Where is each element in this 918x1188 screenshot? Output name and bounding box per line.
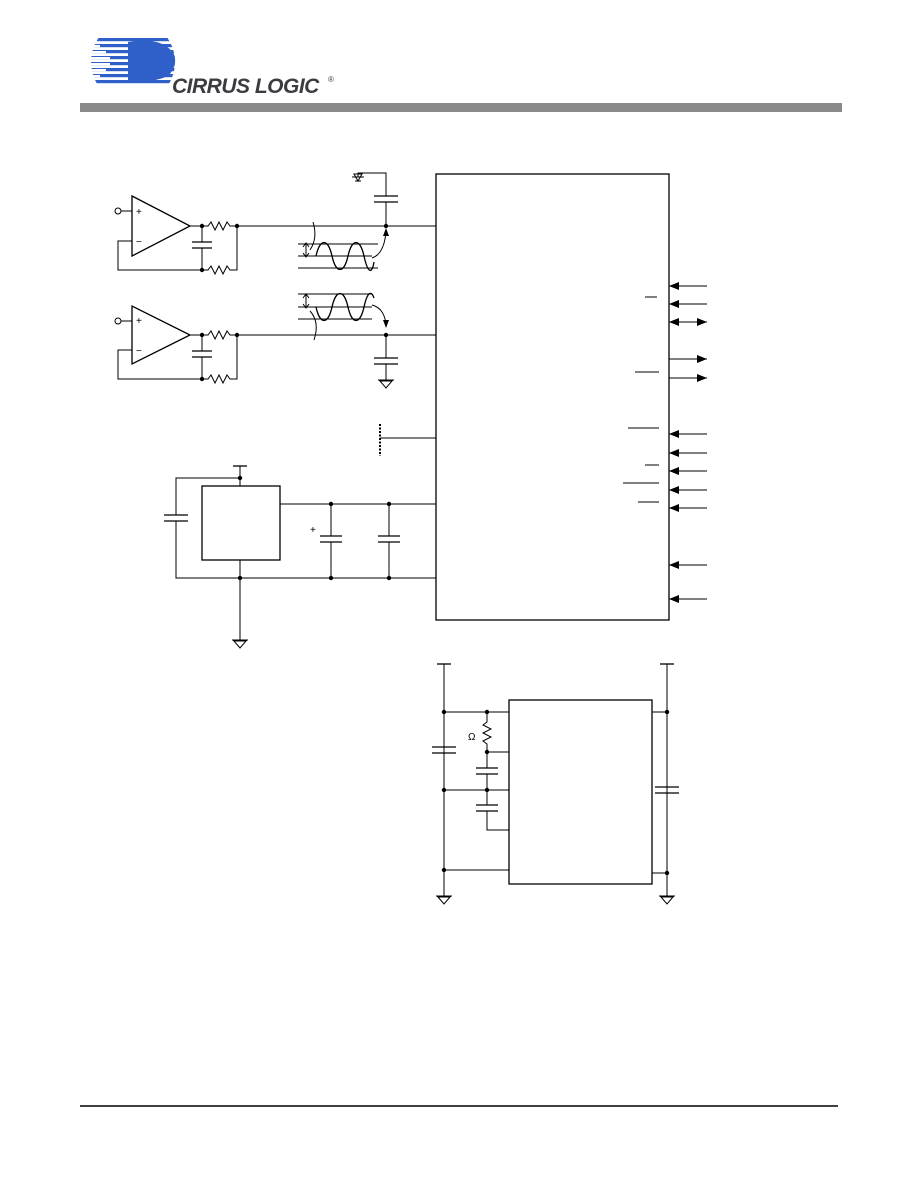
ohm-label: Ω	[468, 732, 476, 743]
ground-icon	[232, 640, 248, 649]
voltage-regulator-block	[201, 485, 281, 561]
digital-io-signals	[623, 282, 707, 603]
opamp-plus-label: +	[136, 316, 142, 327]
brand-name: CIRRUS LOGIC	[172, 75, 320, 98]
input-filter-cap-top	[352, 172, 398, 229]
input-waveform-top	[298, 221, 389, 271]
input-filter-cap-bottom	[374, 332, 398, 389]
voltage-regulator-section: +	[164, 465, 436, 649]
header-bar	[80, 103, 842, 112]
registered-mark: ®	[328, 75, 334, 84]
opamp-plus-label: +	[136, 207, 142, 218]
input-buffer-opamp-top: + −	[114, 194, 436, 276]
logo-globe-icon	[76, 38, 176, 84]
input-buffer-opamp-bottom: + −	[114, 304, 436, 385]
polarity-plus-label: +	[310, 525, 316, 536]
cirrus-logic-logo: CIRRUS LOGIC ®	[76, 38, 334, 98]
lower-chip-block	[508, 699, 653, 885]
adc-chip-block	[435, 173, 670, 621]
input-waveform-bottom	[298, 292, 389, 341]
analog-input-terminal	[114, 317, 122, 325]
opamp-minus-label: −	[136, 346, 142, 357]
opamp-minus-label: −	[136, 237, 142, 248]
lower-chip-section: Ω	[432, 663, 679, 905]
analog-input-terminal	[114, 207, 122, 215]
